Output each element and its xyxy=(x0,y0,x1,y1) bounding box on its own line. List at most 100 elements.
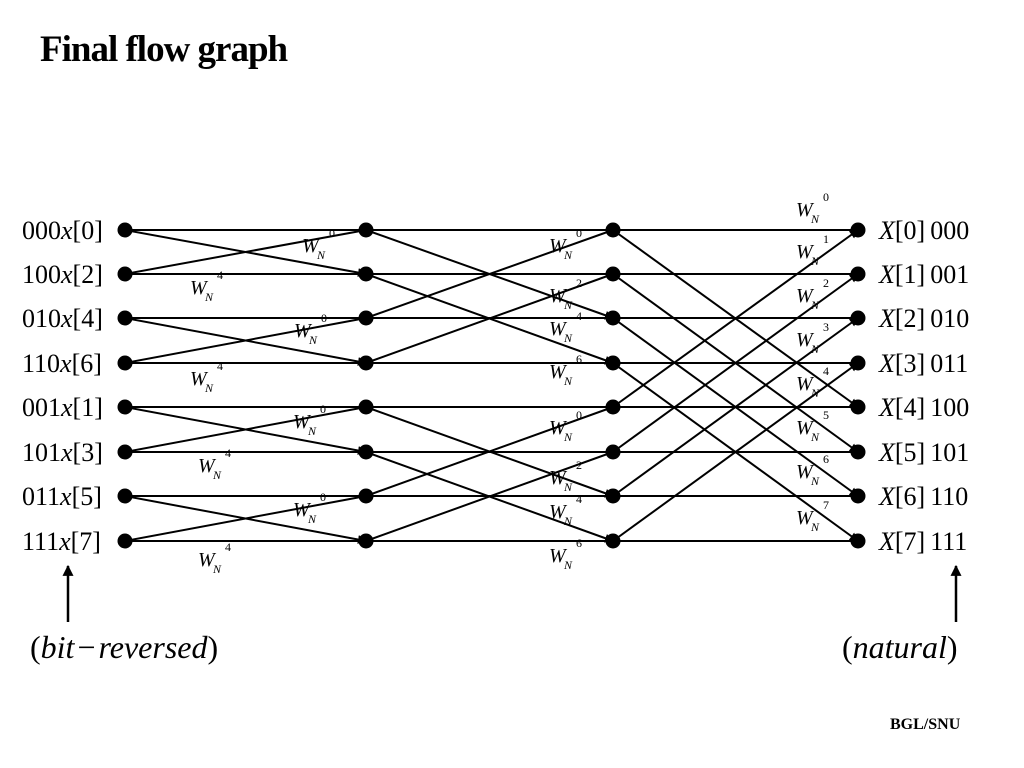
svg-text:2: 2 xyxy=(576,276,582,290)
twiddle-factor: WN3 xyxy=(796,320,829,356)
graph-node xyxy=(358,222,374,238)
graph-node xyxy=(850,355,866,371)
twiddle-factor: WN4 xyxy=(549,492,582,528)
graph-node xyxy=(605,222,621,238)
svg-text:W: W xyxy=(294,320,313,342)
twiddle-factor: WN4 xyxy=(190,268,223,304)
svg-text:W: W xyxy=(549,501,568,523)
svg-text:W: W xyxy=(549,417,568,439)
graph-node xyxy=(358,444,374,460)
svg-text:N: N xyxy=(810,254,820,268)
graph-node xyxy=(850,310,866,326)
svg-text:W: W xyxy=(796,285,815,307)
svg-text:W: W xyxy=(796,417,815,439)
output-label: X[1]001 xyxy=(878,260,969,289)
svg-text:W: W xyxy=(549,545,568,567)
twiddle-factor: WN0 xyxy=(796,190,829,226)
input-label: 110x[6] xyxy=(22,349,102,378)
svg-text:W: W xyxy=(796,329,815,351)
graph-node xyxy=(605,266,621,282)
svg-text:W: W xyxy=(293,411,312,433)
output-label: X[0]000 xyxy=(878,216,969,245)
svg-text:4: 4 xyxy=(823,364,829,378)
butterfly-edge xyxy=(124,317,367,366)
graph-node xyxy=(605,399,621,415)
graph-nodes xyxy=(117,222,866,549)
svg-text:N: N xyxy=(563,480,573,494)
output-label: X[4]100 xyxy=(878,393,969,422)
graph-node xyxy=(117,222,133,238)
twiddle-factor: WN4 xyxy=(796,364,829,400)
output-label: X[3]011 xyxy=(878,349,968,378)
twiddle-factor: WN4 xyxy=(198,446,231,482)
svg-text:W: W xyxy=(549,235,568,257)
svg-text:N: N xyxy=(563,331,573,345)
svg-text:N: N xyxy=(563,558,573,572)
svg-text:0: 0 xyxy=(321,311,327,325)
graph-node xyxy=(850,222,866,238)
svg-text:N: N xyxy=(204,290,214,304)
twiddle-factor: WN0 xyxy=(293,402,326,438)
twiddle-factor: WN0 xyxy=(293,490,326,526)
svg-text:N: N xyxy=(316,248,326,262)
svg-text:N: N xyxy=(563,248,573,262)
twiddle-factor: WN4 xyxy=(198,540,231,576)
svg-text:4: 4 xyxy=(576,492,582,506)
graph-node xyxy=(117,266,133,282)
butterfly-edge xyxy=(612,362,859,542)
svg-text:W: W xyxy=(796,507,815,529)
svg-text:0: 0 xyxy=(320,490,326,504)
input-label: 111x[7] xyxy=(22,527,101,556)
twiddle-factor: WN6 xyxy=(549,352,582,388)
input-label: 101x[3] xyxy=(22,438,103,467)
svg-text:6: 6 xyxy=(576,352,582,366)
svg-text:W: W xyxy=(796,373,815,395)
svg-text:0: 0 xyxy=(823,190,829,204)
graph-node xyxy=(358,266,374,282)
butterfly-edge xyxy=(612,229,859,408)
svg-text:0: 0 xyxy=(329,226,335,240)
twiddle-factor: WN0 xyxy=(549,408,582,444)
graph-node xyxy=(117,355,133,371)
svg-text:1: 1 xyxy=(823,232,829,246)
svg-text:W: W xyxy=(190,277,209,299)
svg-text:N: N xyxy=(563,430,573,444)
svg-text:W: W xyxy=(198,549,217,571)
graph-node xyxy=(605,488,621,504)
svg-text:N: N xyxy=(307,424,317,438)
graph-node xyxy=(850,444,866,460)
svg-text:4: 4 xyxy=(217,359,223,373)
butterfly-edge xyxy=(612,273,859,453)
twiddle-factor: WN2 xyxy=(549,458,582,494)
svg-text:N: N xyxy=(810,386,820,400)
svg-text:2: 2 xyxy=(576,458,582,472)
svg-text:3: 3 xyxy=(823,320,829,334)
input-label: 100x[2] xyxy=(22,260,103,289)
svg-text:4: 4 xyxy=(217,268,223,282)
butterfly-edge xyxy=(612,317,859,497)
svg-text:6: 6 xyxy=(823,452,829,466)
svg-text:W: W xyxy=(302,235,321,257)
twiddle-factor: WN6 xyxy=(549,536,582,572)
svg-text:W: W xyxy=(796,199,815,221)
svg-text:0: 0 xyxy=(576,408,582,422)
graph-node xyxy=(358,533,374,549)
svg-text:W: W xyxy=(549,361,568,383)
input-label: 000x[0] xyxy=(22,216,103,245)
twiddle-factor: WN4 xyxy=(190,359,223,395)
input-label: 001x[1] xyxy=(22,393,103,422)
svg-text:2: 2 xyxy=(823,276,829,290)
svg-text:0: 0 xyxy=(576,226,582,240)
graph-node xyxy=(605,444,621,460)
output-label: X[7]111 xyxy=(878,527,967,556)
svg-text:N: N xyxy=(212,562,222,576)
output-label: X[6]110 xyxy=(878,482,968,511)
output-labels: X[0]000X[1]001X[2]010X[3]011X[4]100X[5]1… xyxy=(878,216,969,556)
footer-credit: BGL/SNU xyxy=(890,716,961,733)
graph-node xyxy=(117,310,133,326)
twiddle-factor: WN6 xyxy=(796,452,829,488)
butterfly-edge xyxy=(124,229,367,277)
output-order-label: (natural) xyxy=(842,629,958,665)
butterfly-edge xyxy=(365,273,614,365)
